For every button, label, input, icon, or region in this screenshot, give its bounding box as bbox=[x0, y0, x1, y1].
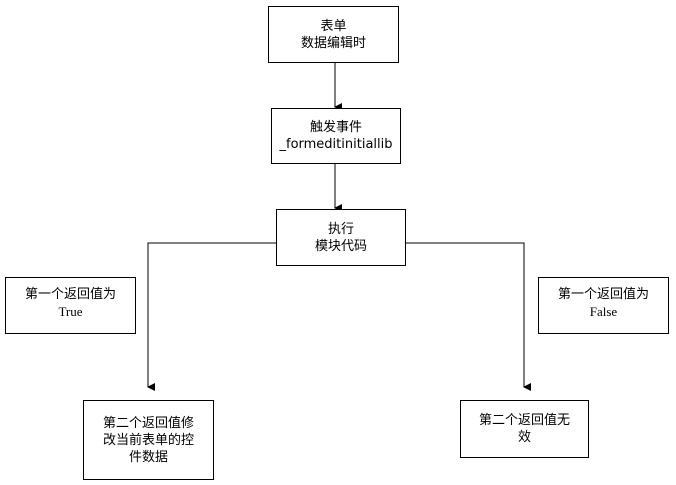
node-second-modify-line2: 改当前表单的控 bbox=[102, 432, 194, 448]
node-second-invalid-line2: 效 bbox=[517, 430, 531, 445]
node-first-true: 第一个返回值为 True bbox=[5, 277, 136, 334]
arrow-execute-to-modify bbox=[147, 242, 276, 391]
node-execute-line2: 模块代码 bbox=[314, 238, 367, 254]
node-trigger-event-line1: 触发事件 bbox=[309, 120, 362, 135]
node-first-false-line1: 第一个返回值为 bbox=[557, 287, 649, 302]
node-first-false: 第一个返回值为 False bbox=[538, 277, 669, 334]
node-second-modify-line1: 第二个返回值修 bbox=[102, 415, 194, 431]
node-first-true-line2: True bbox=[58, 304, 83, 319]
node-first-false-line2: False bbox=[589, 304, 618, 319]
node-second-modify-line3: 件数据 bbox=[128, 449, 168, 465]
node-second-invalid: 第二个返回值无 效 bbox=[460, 400, 589, 458]
node-trigger-event: 触发事件 _formeditinitiallib bbox=[271, 108, 401, 164]
node-execute-line1: 执行 bbox=[327, 221, 354, 237]
node-form-edit-line2: 数据编辑时 bbox=[300, 35, 366, 51]
arrow-execute-to-invalid bbox=[406, 242, 531, 391]
node-trigger-event-line2: _formeditinitiallib bbox=[279, 137, 393, 152]
node-form-edit-line1: 表单 bbox=[320, 18, 347, 34]
node-second-modify: 第二个返回值修 改当前表单的控 件数据 bbox=[83, 400, 214, 480]
node-execute: 执行 模块代码 bbox=[276, 209, 406, 266]
node-second-invalid-line1: 第二个返回值无 bbox=[478, 413, 570, 428]
node-form-edit: 表单 数据编辑时 bbox=[268, 6, 399, 63]
node-first-true-line1: 第一个返回值为 bbox=[24, 287, 116, 302]
